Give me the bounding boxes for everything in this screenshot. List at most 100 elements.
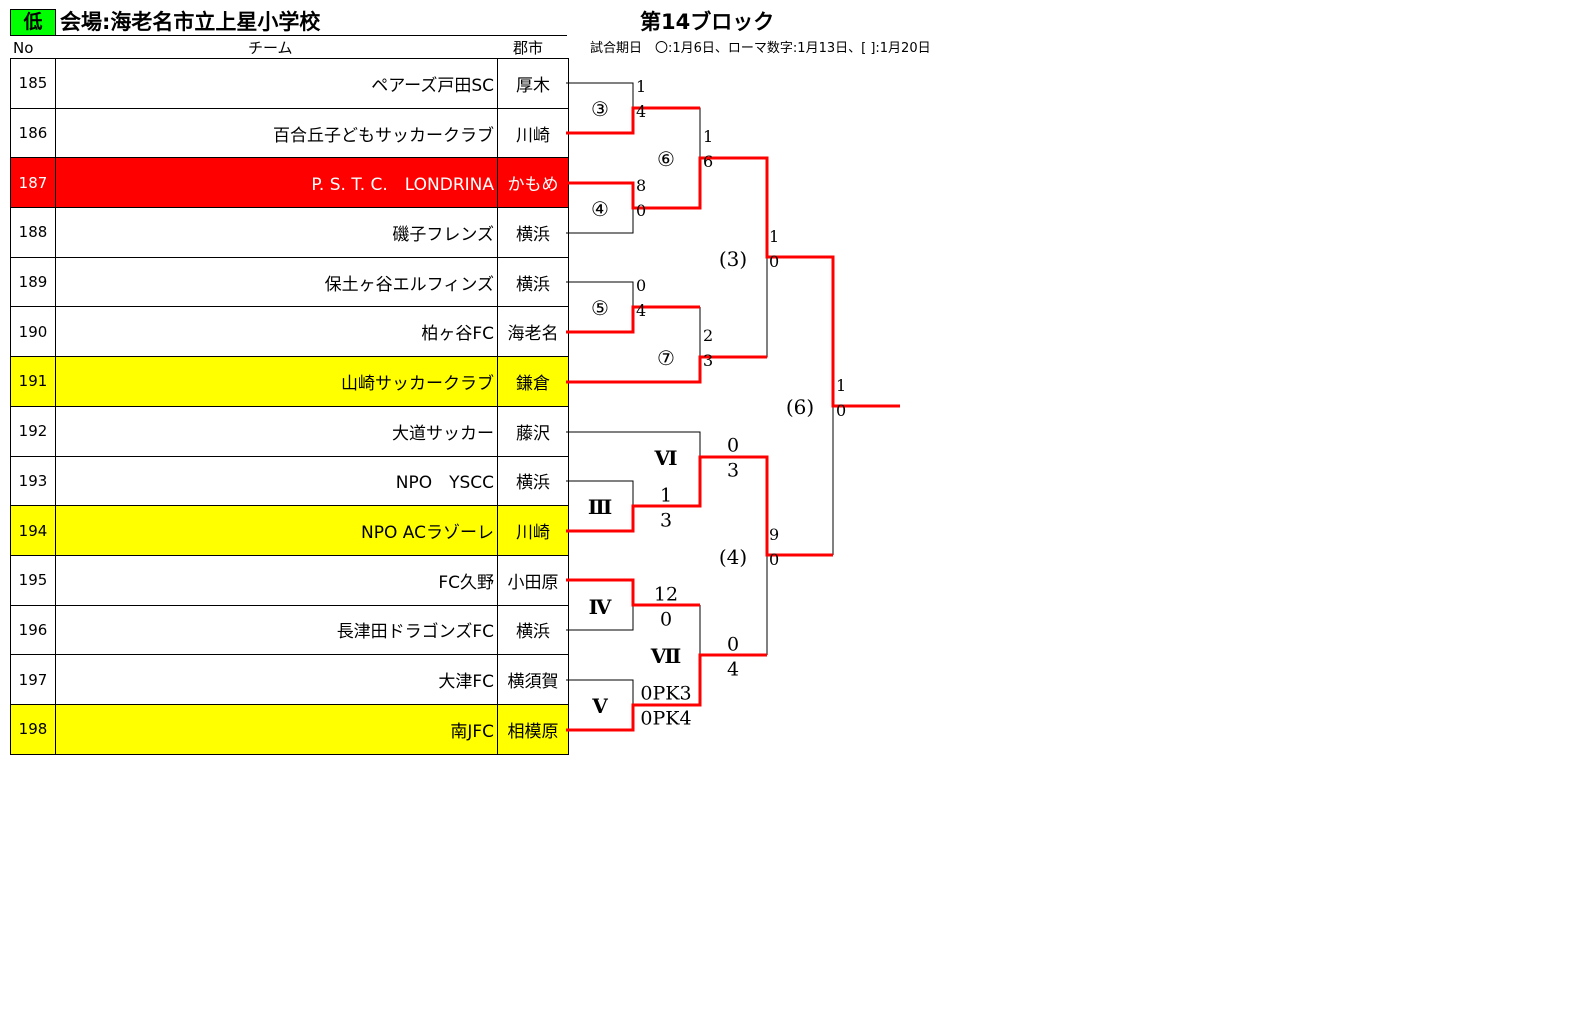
match-label: Ⅵ <box>654 446 678 470</box>
score: 3 <box>659 509 673 532</box>
team-name: 大津FC <box>55 654 498 705</box>
team-number: 187 <box>10 157 56 209</box>
match-label: ⑦ <box>657 346 675 370</box>
team-name: 百合丘子どもサッカークラブ <box>55 107 498 159</box>
team-number: 191 <box>10 356 56 407</box>
winner-path <box>566 305 700 334</box>
match-label: Ⅶ <box>650 644 682 668</box>
winner-path <box>566 455 833 557</box>
column-header-no: No <box>13 39 34 57</box>
team-city: 横須賀 <box>497 654 569 705</box>
match-label: Ⅳ <box>588 595 612 619</box>
score: 0 <box>769 252 780 271</box>
score: 4 <box>636 102 647 121</box>
score: 0 <box>726 633 740 656</box>
winner-path <box>566 355 767 384</box>
score: 0 <box>636 276 647 295</box>
team-city: 相模原 <box>497 703 569 755</box>
score: 0 <box>726 434 740 457</box>
score: 4 <box>726 658 740 681</box>
team-name: P. S. T. C. LONDRINA <box>55 157 498 209</box>
score: 0PK3 <box>640 682 692 705</box>
score: 0 <box>659 608 673 631</box>
team-name: 南JFC <box>55 703 498 755</box>
team-name: 大道サッカー <box>55 405 498 457</box>
team-number: 198 <box>10 703 56 755</box>
team-city: 横浜 <box>497 604 569 656</box>
score: 1 <box>636 77 647 96</box>
winner-path <box>566 578 700 607</box>
block-title: 第14ブロック <box>640 10 775 34</box>
team-number: 194 <box>10 505 56 556</box>
team-city: 小田原 <box>497 554 569 606</box>
score: 12 <box>653 583 679 606</box>
team-name: 保土ヶ谷エルフィンズ <box>55 256 498 308</box>
match-label: Ⅴ <box>592 694 608 718</box>
score: 1 <box>703 127 714 146</box>
score: 1 <box>836 376 847 395</box>
team-name: 長津田ドラゴンズFC <box>55 604 498 656</box>
bracket-line <box>566 281 634 307</box>
score: 3 <box>703 351 714 370</box>
team-name: NPO ACラゾーレ <box>55 505 498 556</box>
match-label: ⑥ <box>657 147 675 171</box>
match-label: (4) <box>718 545 748 569</box>
team-name: FC久野 <box>55 554 498 606</box>
team-number: 195 <box>10 554 56 606</box>
match-label: ⑤ <box>591 296 609 320</box>
bracket-line <box>566 208 634 234</box>
score: 0 <box>769 550 780 569</box>
team-number: 197 <box>10 654 56 705</box>
team-city: 厚木 <box>497 58 569 109</box>
team-name: 柏ヶ谷FC <box>55 306 498 358</box>
winner-path <box>566 653 767 732</box>
team-number: 185 <box>10 58 56 109</box>
team-city: 横浜 <box>497 256 569 308</box>
title-underline <box>10 35 567 36</box>
team-number: 188 <box>10 207 56 258</box>
venue-title: 会場:海老名市立上星小学校 <box>60 10 321 34</box>
bracket-line <box>566 605 634 631</box>
winner-path <box>566 106 700 135</box>
team-city: 鎌倉 <box>497 356 569 407</box>
score: 3 <box>726 459 740 482</box>
team-name: ペアーズ戸田SC <box>55 58 498 109</box>
score: 0 <box>636 201 647 220</box>
column-header-city: 郡市 <box>513 39 544 57</box>
match-label: ③ <box>591 97 609 121</box>
score: 6 <box>703 152 714 171</box>
team-city: 横浜 <box>497 455 569 507</box>
score: 4 <box>636 301 647 320</box>
team-city: 藤沢 <box>497 405 569 457</box>
match-label: Ⅲ <box>587 495 613 519</box>
bracket-line <box>566 431 701 457</box>
match-label: (3) <box>718 247 748 271</box>
score: 1 <box>659 484 673 507</box>
team-city: 海老名 <box>497 306 569 358</box>
column-header-team: チーム <box>248 39 293 57</box>
score: 2 <box>703 326 714 345</box>
score: 9 <box>769 525 780 544</box>
score: 1 <box>769 227 780 246</box>
bracket-line <box>566 679 634 705</box>
score: 0PK4 <box>640 707 692 730</box>
team-city: 川崎 <box>497 107 569 159</box>
level-badge: 低 <box>10 9 56 36</box>
team-number: 193 <box>10 455 56 507</box>
winner-path <box>566 156 900 408</box>
score: 0 <box>836 401 847 420</box>
match-label: (6) <box>785 395 815 419</box>
team-number: 192 <box>10 405 56 457</box>
